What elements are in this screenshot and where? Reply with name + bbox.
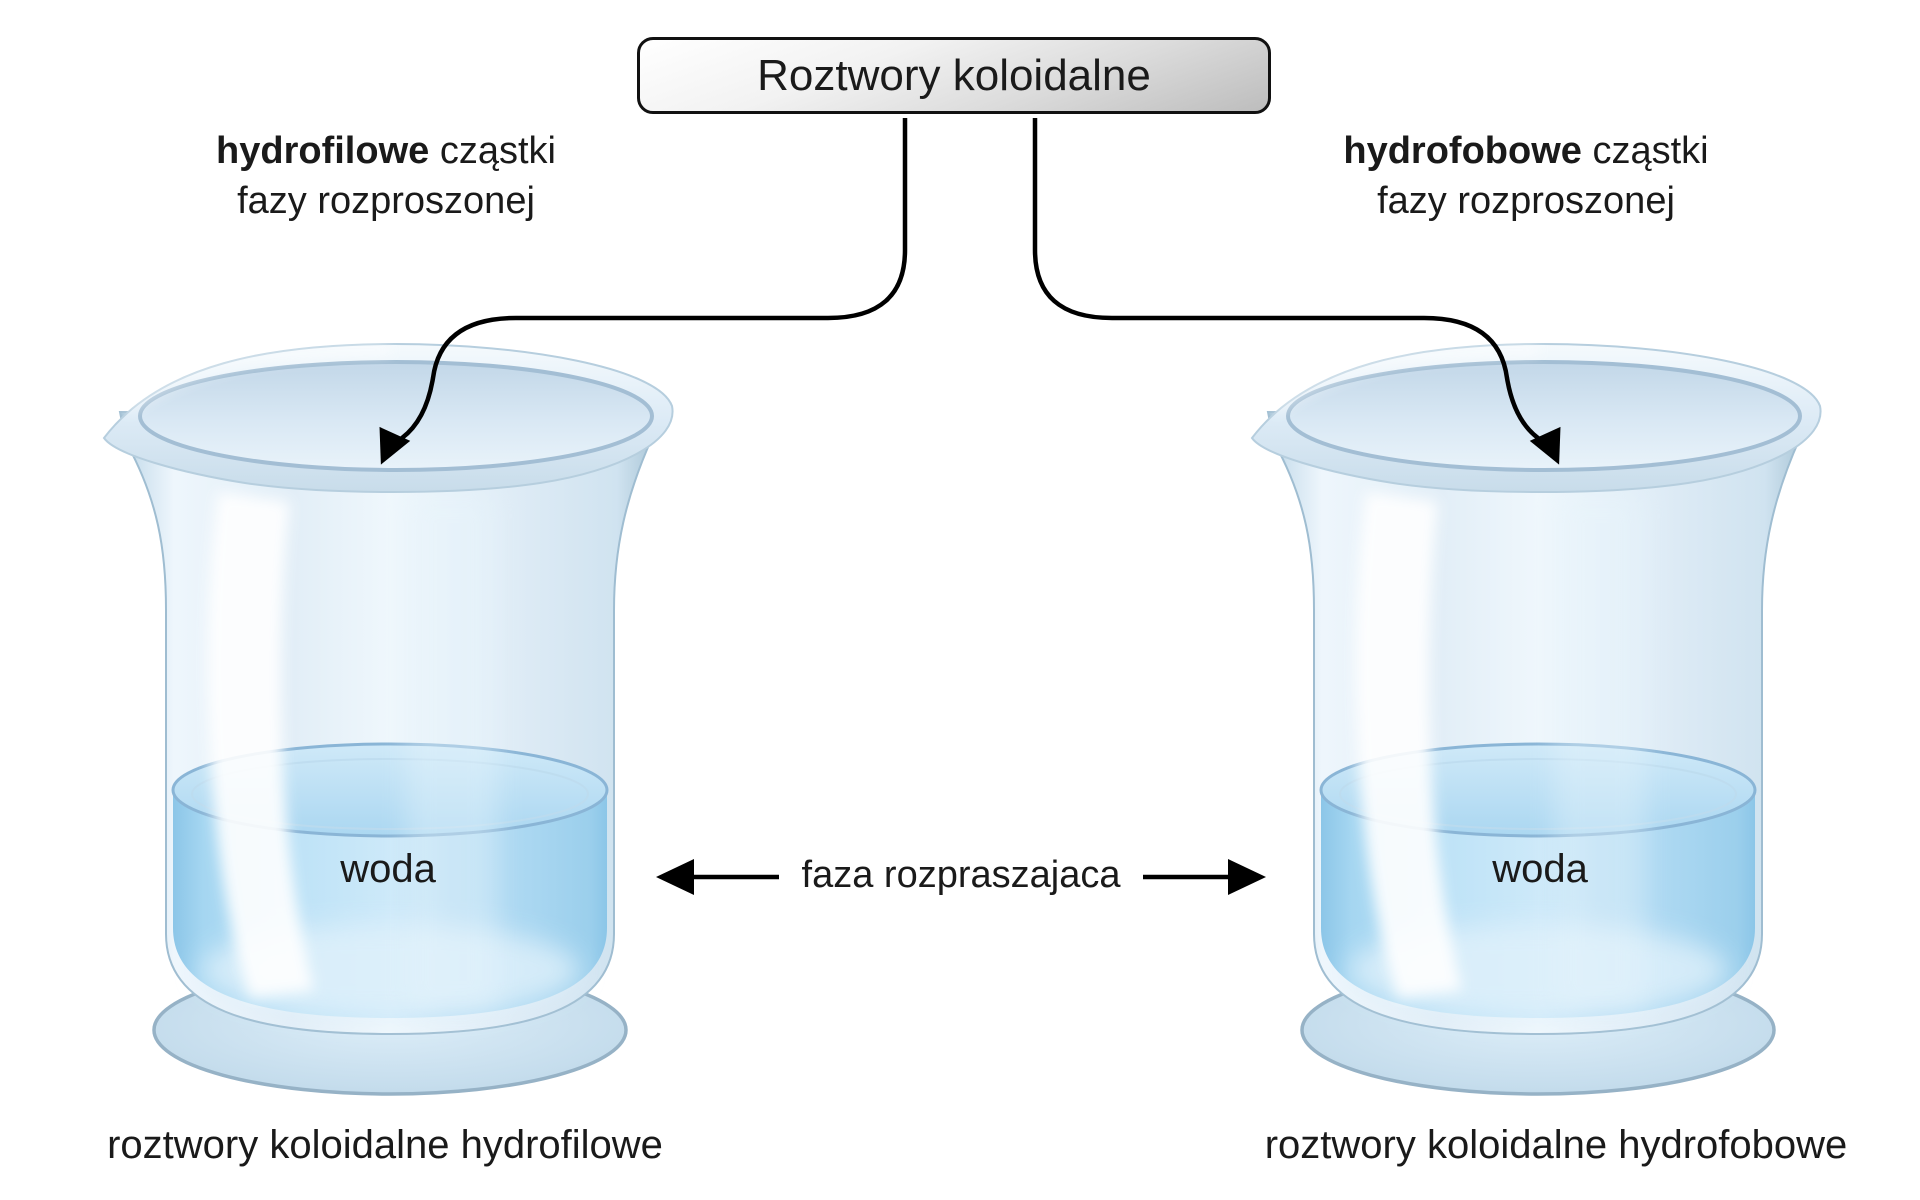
beaker-left [104, 344, 673, 1094]
label-line1: hydrofobowe cząstki [1343, 130, 1709, 172]
label-line2: fazy rozproszonej [1377, 180, 1675, 222]
label-hydrophilic-particles: hydrofilowe cząstki fazy rozproszonej [136, 126, 636, 226]
label-hydrophobic-particles: hydrofobowe cząstki fazy rozproszonej [1276, 126, 1776, 226]
dispersing-phase-arrows [656, 859, 1266, 895]
connector-arrow-left [379, 118, 908, 465]
connector-arrow-right [1032, 118, 1561, 465]
caption-hydrophobic-solutions: roztwory koloidalne hydrofobowe [1264, 1123, 1848, 1167]
label-water-left: woda [340, 847, 436, 891]
label-dispersing-phase: faza rozpraszajaca [801, 854, 1121, 896]
title-box-label: Roztwory koloidalne [757, 50, 1151, 100]
label-water-right: woda [1492, 847, 1588, 891]
title-box: Roztwory koloidalne [637, 37, 1271, 114]
label-line1: hydrofilowe cząstki [216, 130, 556, 172]
caption-hydrophilic-solutions: roztwory koloidalne hydrofilowe [107, 1123, 663, 1167]
label-line2: fazy rozproszonej [237, 180, 535, 222]
beaker-right [1252, 344, 1821, 1094]
